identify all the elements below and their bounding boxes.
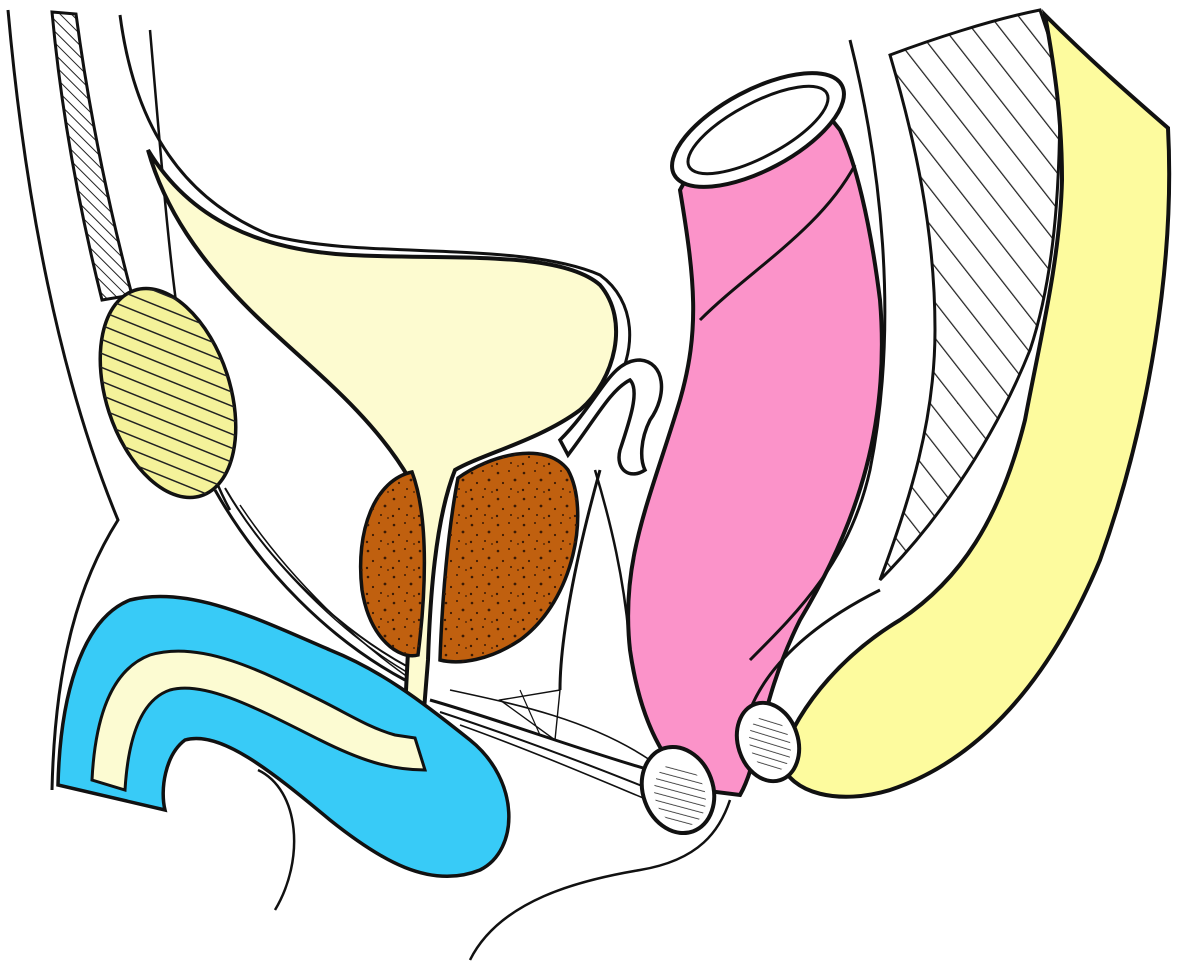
prostate-posterior-stipple	[440, 453, 578, 662]
rectus-muscle-strip	[52, 12, 132, 300]
prostate-stipple	[361, 472, 425, 656]
scrotal-outline	[258, 770, 294, 910]
